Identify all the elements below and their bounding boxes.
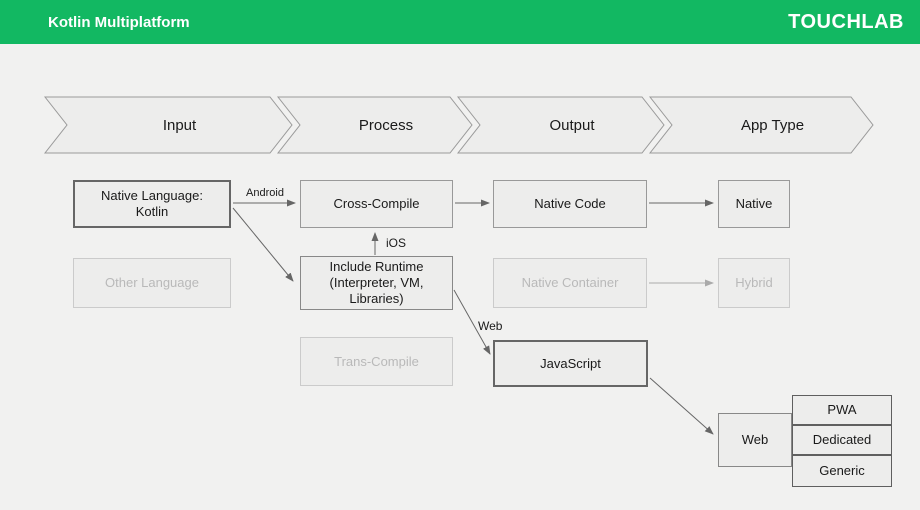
- node-native-container: Native Container: [493, 258, 647, 308]
- node-javascript: JavaScript: [493, 340, 648, 387]
- node-native-language: Native Language: Kotlin: [73, 180, 231, 228]
- node-native-code: Native Code: [493, 180, 647, 228]
- node-web: Web: [718, 413, 792, 467]
- node-include-runtime-line2: (Interpreter, VM,: [329, 275, 424, 290]
- edge-label-ios: iOS: [386, 236, 407, 250]
- lane-label-output: Output: [549, 116, 595, 134]
- node-pwa-label: PWA: [827, 402, 857, 417]
- lane-label-input: Input: [162, 116, 197, 134]
- node-pwa: PWA: [792, 395, 892, 425]
- node-native-language-line2: Kotlin: [135, 204, 169, 219]
- chevron-input: [43, 96, 293, 154]
- node-trans-compile: Trans-Compile: [300, 337, 453, 386]
- node-generic: Generic: [792, 455, 892, 487]
- arrow-javascript-to-web: [649, 377, 714, 435]
- node-cross-compile-label: Cross-Compile: [333, 196, 420, 211]
- header-bar: Kotlin Multiplatform TOUCHLAB: [0, 0, 920, 44]
- lane-label-app-type: App Type: [740, 116, 805, 134]
- node-include-runtime: Include Runtime (Interpreter, VM, Librar…: [300, 256, 453, 310]
- node-dedicated: Dedicated: [792, 425, 892, 455]
- lane-label-process: Process: [358, 116, 414, 134]
- touchlab-logo: TOUCHLAB: [788, 10, 904, 33]
- node-other-language: Other Language: [73, 258, 231, 308]
- node-dedicated-label: Dedicated: [812, 432, 872, 447]
- node-native-label: Native: [735, 196, 773, 211]
- edge-label-web: Web: [478, 319, 503, 333]
- node-generic-label: Generic: [819, 463, 865, 478]
- node-cross-compile: Cross-Compile: [300, 180, 453, 228]
- node-other-language-label: Other Language: [105, 275, 199, 290]
- node-hybrid-label: Hybrid: [735, 275, 773, 290]
- node-javascript-label: JavaScript: [540, 355, 601, 371]
- chevron-output: [456, 96, 665, 154]
- chevron-app-type: [648, 96, 874, 154]
- node-native-code-label: Native Code: [534, 196, 606, 211]
- node-hybrid: Hybrid: [718, 258, 790, 308]
- slide-title: Kotlin Multiplatform: [48, 13, 190, 31]
- edge-label-android: Android: [246, 187, 284, 199]
- chevron-process: [276, 96, 473, 154]
- node-include-runtime-line3: Libraries): [349, 291, 404, 306]
- node-trans-compile-label: Trans-Compile: [334, 353, 419, 369]
- node-native-container-label: Native Container: [521, 275, 619, 290]
- node-web-label: Web: [741, 432, 769, 447]
- arrow-web: [453, 289, 491, 355]
- arrow-kotlin-to-runtime: [232, 207, 294, 282]
- node-include-runtime-line1: Include Runtime: [329, 259, 424, 274]
- node-native-language-line1: Native Language:: [101, 188, 203, 203]
- node-native: Native: [718, 180, 790, 228]
